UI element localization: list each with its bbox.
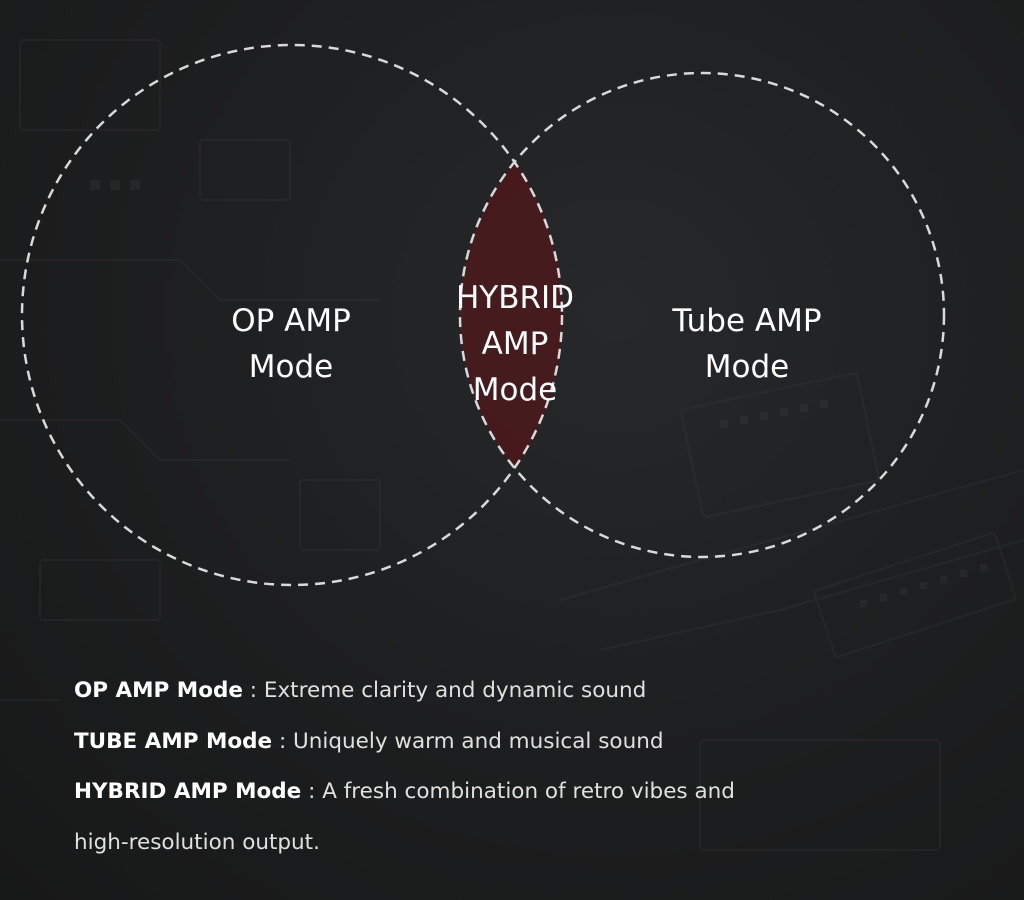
- tube-amp-label-line-1: Tube AMP: [672, 303, 822, 339]
- description-text: Uniquely warm and musical sound: [293, 728, 664, 754]
- description-text: Extreme clarity and dynamic sound: [263, 678, 647, 703]
- hybrid-label-line-3: Mode: [472, 372, 558, 408]
- tube-amp-label-line-2: Mode: [704, 349, 790, 385]
- hybrid-label-line-1: HYBRID: [455, 280, 575, 316]
- hybrid-amp-mode-label: HYBRID AMP Mode: [415, 275, 615, 413]
- hybrid-label-line-2: AMP: [481, 326, 549, 362]
- tube-amp-circle: [458, 71, 946, 559]
- tube-amp-mode-label: Tube AMP Mode: [647, 298, 847, 390]
- op-amp-circle: [20, 43, 564, 587]
- description-tube-amp: TUBE AMP Mode : Uniquely warm and musica…: [74, 717, 974, 768]
- op-amp-mode-label: OP AMP Mode: [191, 298, 391, 390]
- description-term: TUBE AMP Mode: [74, 728, 273, 754]
- mode-descriptions: OP AMP Mode : Extreme clarity and dynami…: [74, 666, 974, 868]
- description-hybrid-amp: HYBRID AMP Mode : A fresh combination of…: [74, 767, 974, 818]
- description-separator: :: [272, 728, 294, 754]
- description-hybrid-amp-continuation: high-resolution output.: [74, 829, 320, 855]
- op-amp-label-line-1: OP AMP: [231, 303, 351, 339]
- description-op-amp: OP AMP Mode : Extreme clarity and dynami…: [74, 666, 974, 717]
- venn-diagram: [20, 43, 946, 587]
- description-separator: :: [242, 678, 264, 703]
- description-text: A fresh combination of retro vibes and: [322, 779, 735, 804]
- op-amp-label-line-2: Mode: [248, 349, 334, 385]
- description-term: HYBRID AMP Mode: [74, 779, 302, 804]
- description-separator: :: [301, 779, 323, 804]
- description-term: OP AMP Mode: [74, 678, 243, 703]
